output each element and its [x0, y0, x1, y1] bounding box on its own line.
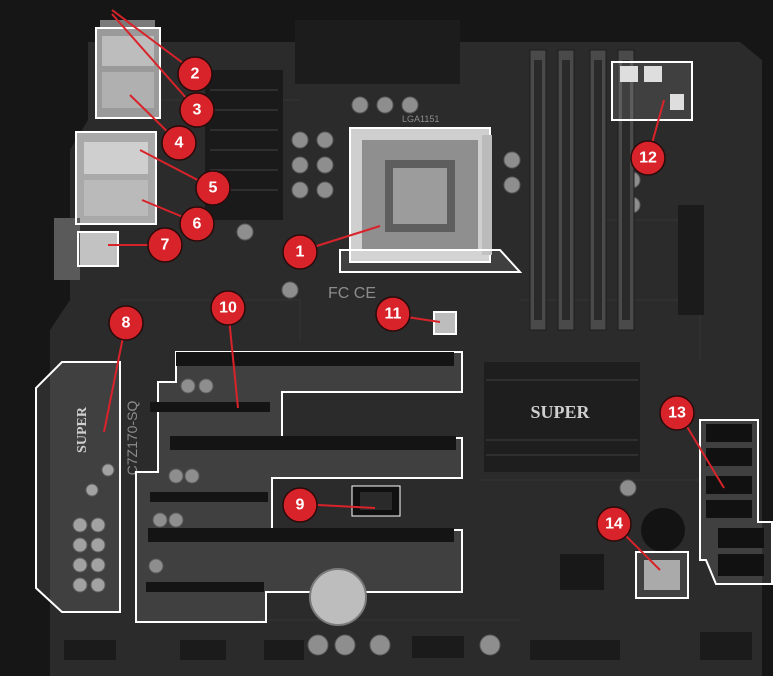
cmos-battery — [309, 568, 367, 626]
svg-text:13: 13 — [668, 405, 686, 422]
bottom-headers — [64, 632, 752, 660]
svg-text:11: 11 — [385, 306, 402, 323]
callout-4[interactable]: 4 — [161, 125, 197, 161]
capacitors — [236, 96, 641, 656]
svg-text:14: 14 — [605, 516, 623, 533]
m2-connector — [351, 485, 401, 517]
callout-2[interactable]: 2 — [177, 56, 213, 92]
callout-10[interactable]: 10 — [210, 290, 246, 326]
io-highlight-outlines — [75, 27, 161, 267]
socket-silkscreen: LGA1151 — [402, 114, 439, 124]
super-io-chip — [560, 554, 604, 590]
callout-1[interactable]: 1 — [282, 234, 318, 270]
chipset-brand-logo: SUPER — [530, 402, 590, 422]
callout-11[interactable]: 11 — [375, 296, 411, 332]
pcie-slot-area — [135, 351, 463, 623]
svg-text:6: 6 — [193, 216, 202, 233]
callout-7[interactable]: 7 — [147, 227, 183, 263]
svg-text:8: 8 — [122, 315, 131, 332]
audio-section: SUPER — [35, 361, 121, 613]
svg-text:12: 12 — [639, 150, 657, 167]
sata-ports — [699, 419, 773, 585]
audio-brand-text: SUPER — [75, 406, 90, 453]
svg-text:9: 9 — [296, 497, 305, 514]
svg-text:7: 7 — [161, 237, 170, 254]
callout-3[interactable]: 3 — [179, 92, 215, 128]
model-silkscreen: C7Z170-SQ — [124, 401, 140, 476]
svg-text:4: 4 — [175, 135, 184, 152]
callout-9[interactable]: 9 — [282, 487, 318, 523]
cpu-socket: LGA1151 — [339, 114, 523, 273]
callout-12[interactable]: 12 — [630, 140, 666, 176]
svg-text:3: 3 — [193, 102, 202, 119]
debug-led — [635, 551, 689, 599]
svg-text:5: 5 — [209, 180, 218, 197]
svg-text:10: 10 — [219, 300, 237, 317]
callout-8[interactable]: 8 — [108, 305, 144, 341]
rear-io-panel — [54, 20, 160, 280]
callout-13[interactable]: 13 — [659, 395, 695, 431]
svg-text:1: 1 — [296, 244, 305, 261]
callout-14[interactable]: 14 — [596, 506, 632, 542]
buzzer — [641, 508, 685, 552]
callout-5[interactable]: 5 — [195, 170, 231, 206]
callout-6[interactable]: 6 — [179, 206, 215, 242]
fcc-ce-marks: FC CE — [328, 285, 376, 302]
atx-power-connector — [678, 205, 704, 315]
chipset-heatsink: SUPER — [484, 362, 640, 472]
cpu-fan-header — [433, 311, 457, 335]
svg-text:2: 2 — [191, 66, 200, 83]
onboard-buttons — [611, 61, 693, 121]
